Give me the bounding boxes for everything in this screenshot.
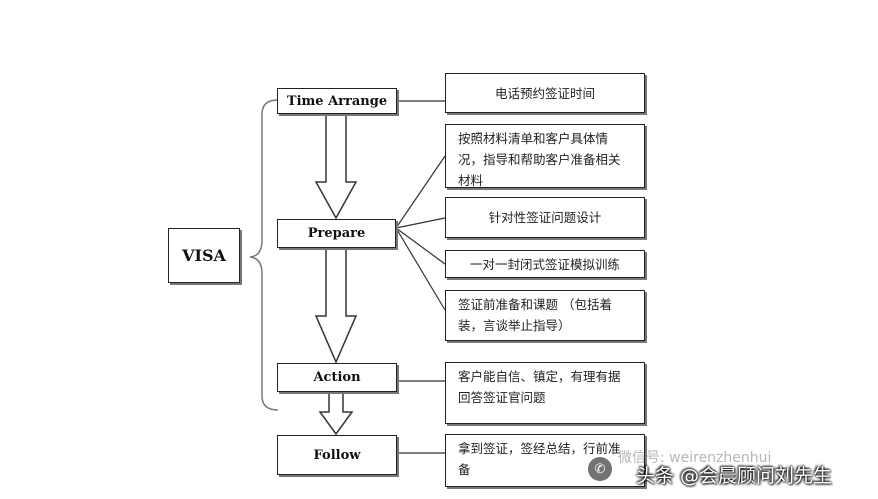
wechat-icon: ✆: [588, 457, 612, 481]
arrow-prepare-to-action: [314, 248, 358, 364]
note-action: 客户能自信、镇定，有理有据回答签证官问题: [445, 362, 645, 424]
watermark-wechat-id: 微信号: weirenzhenhui: [618, 450, 772, 466]
stage-follow: Follow: [277, 435, 397, 475]
arrow-action-to-follow: [318, 391, 354, 436]
watermark-author: 头条 @会晨顾问刘先生: [636, 465, 833, 487]
line-prepare-note2: [395, 155, 446, 229]
stage-prepare: Prepare: [277, 219, 396, 248]
watermark-text: 微信号: weirenzhenhui 头条 @会晨顾问刘先生: [618, 445, 868, 487]
note-prepare-materials: 按照材料清单和客户具体情况，指导和帮助客户准备相关材料: [445, 124, 645, 188]
note-follow: 拿到签证，签经总结，行前准备: [445, 434, 645, 487]
line-prepare-note4: [395, 227, 446, 265]
stage-time-arrange: Time Arrange: [277, 88, 397, 114]
stage-action: Action: [277, 363, 397, 392]
line-prepare-note3: [395, 217, 446, 229]
note-prepare-mock-training: 一对一封闭式签证模拟训练: [445, 250, 645, 278]
line-prepare-note5: [395, 227, 446, 311]
note-time-arrange: 电话预约签证时间: [445, 73, 645, 113]
note-prepare-questions: 针对性签证问题设计: [445, 197, 645, 238]
visa-root-box: VISA: [168, 228, 240, 283]
grouping-brace: [249, 99, 279, 411]
note-prepare-etiquette: 签证前准备和课题 （包括着装，言谈举止指导）: [445, 290, 645, 341]
watermark: ✆ 微信号: weirenzhenhui 头条 @会晨顾问刘先生: [588, 445, 873, 487]
arrow-time-to-prepare: [314, 112, 358, 220]
